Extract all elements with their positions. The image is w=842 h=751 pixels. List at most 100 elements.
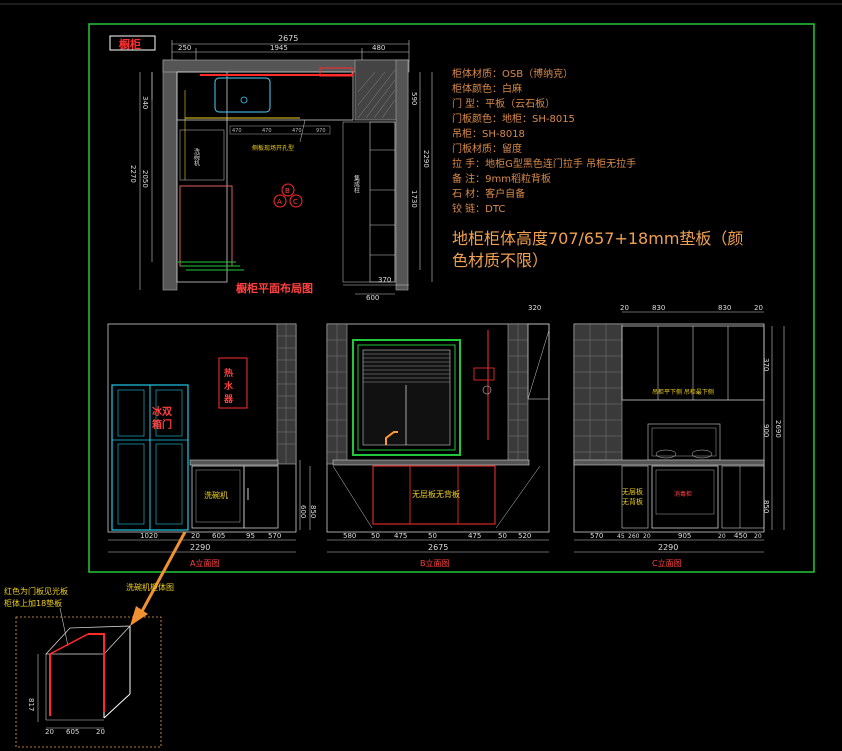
elev-b-top-dim: 320 (528, 304, 541, 312)
plan-dim-left-2: 2270 (129, 165, 137, 183)
sink (214, 77, 271, 113)
dishwasher-detail: 817 20 605 20 (15, 616, 162, 748)
elev-c-dim-7: 450 (734, 532, 747, 540)
elev-c-oven: 消毒柜 (674, 490, 692, 498)
spec-line: 拉 手：地柜G型黑色连门拉手 吊柜无拉手 (452, 159, 637, 170)
elev-c-dim-1: 570 (590, 532, 603, 540)
detail-dim-2: 605 (66, 728, 79, 736)
plan-dim-right-3: 1730 (410, 190, 418, 208)
elev-c-dim-3: 260 (628, 533, 640, 540)
spec-line: 铰 链：DTC (452, 204, 506, 215)
dim-top-2: 1945 (270, 44, 288, 52)
elev-c-right-2: 900 (762, 424, 770, 437)
detail-title: 洗碗机柜体图 (126, 582, 174, 592)
detail-dim-1: 20 (45, 728, 54, 736)
elev-c-top-2: 830 (652, 304, 665, 312)
elev-c-dim-5: 905 (678, 532, 691, 540)
spec-line: 石 材：客户自备 (452, 189, 526, 200)
elev-b-label: 无层板无背板 (412, 489, 460, 499)
elev-c-total: 2290 (658, 543, 678, 552)
detail-note-1: 红色为门板见光板 (4, 586, 68, 596)
plan-dim-right-2: 2290 (422, 150, 430, 168)
plan-title: 橱柜平面布局图 (236, 281, 313, 295)
compass-a: A (277, 198, 282, 206)
elev-b-dim-5: 475 (468, 532, 481, 540)
fridge-label-1: 冰双 (152, 405, 172, 418)
detail-note-2: 柜体上加18垫板 (4, 598, 62, 608)
elevation-c: 20 830 830 20 吊柜平下侧 吊柜最下侧 无层板 无背板 消毒柜 37… (573, 304, 785, 568)
title-badge-box (109, 35, 156, 51)
elev-c-left-label-2: 无背板 (622, 497, 643, 506)
elev-c-left-label-1: 无层板 (622, 487, 643, 496)
elev-b-dim-2: 50 (371, 532, 380, 540)
fridge-label-2: 箱门 (152, 418, 172, 431)
elev-b-total: 2675 (428, 543, 448, 552)
elev-c-top-4: 20 (754, 304, 763, 312)
detail-height: 817 (27, 698, 35, 711)
plan-dim-left-1: 340 (141, 96, 149, 109)
spec-line: 门 型：平板（云石板） (452, 99, 556, 110)
compass-b: B (285, 187, 290, 195)
elev-a-right-dim-1: 600 (299, 505, 307, 518)
pointer-arrow-head (130, 606, 148, 626)
spec-line: 门板材质：留度 (452, 144, 522, 155)
elev-c-dim-2: 45 (617, 533, 625, 540)
plan-dim-bottom-2: 600 (366, 294, 379, 302)
dim-top-1: 250 (178, 44, 191, 52)
svg-text:热: 热 (224, 367, 233, 379)
plan-small-dim-3: 470 (292, 128, 302, 134)
plan-cabinet-side: 集成柱 (353, 174, 360, 194)
plan-small-dim-2: 470 (262, 128, 272, 134)
elev-a-dishwasher: 洗碗机 (204, 490, 228, 500)
water-heater (218, 357, 248, 409)
elev-a-total: 2290 (190, 543, 210, 552)
elev-a-dim-5: 570 (268, 532, 281, 540)
plan-small-dim-1: 470 (232, 128, 242, 134)
plan-dim-left-3: 2050 (141, 170, 149, 188)
sheet-border (88, 23, 815, 573)
elev-b-dim-7: 520 (518, 532, 531, 540)
pointer-arrow-line (138, 531, 187, 616)
dim-top-3: 480 (372, 44, 385, 52)
plan-small-dim-4: 970 (316, 128, 326, 134)
plan-view: 2675 250 1945 480 470 470 47 (129, 34, 433, 302)
elev-b-caption: B立面图 (420, 558, 450, 568)
plan-dishwasher: 洗碗机 (193, 147, 200, 167)
spec-line: 柜体材质：OSB（博纳克） (452, 69, 574, 80)
elev-c-dim-6: 20 (718, 533, 726, 540)
elev-c-top-1: 20 (620, 304, 629, 312)
elev-a-dim-1: 1020 (140, 532, 158, 540)
detail-dim-3: 20 (96, 728, 105, 736)
svg-text:器: 器 (223, 394, 234, 405)
elev-b-dim-6: 50 (498, 532, 507, 540)
height-note: 地柜柜体高度707/657+18mm垫板（颜色材质不限） (452, 229, 744, 270)
plan-dim-right-1: 590 (410, 92, 418, 105)
elev-c-upper-label: 吊柜平下侧 吊柜最下侧 (652, 388, 714, 396)
elev-a-caption: A立面图 (190, 558, 219, 568)
elev-c-top-3: 830 (718, 304, 731, 312)
compass-c: C (293, 198, 298, 206)
elev-c-caption: C立面图 (652, 558, 682, 568)
elev-a-dim-4: 95 (246, 532, 255, 540)
dim-top-total: 2675 (278, 34, 298, 43)
elevation-a: 冰双 箱门 热 水 器 洗碗机 600 850 1020 20 605 95 5… (107, 323, 317, 568)
elevation-b: 320 无层板无背板 580 50 475 50 475 (326, 304, 550, 568)
elev-b-dim-1: 580 (343, 532, 356, 540)
svg-text:水: 水 (224, 380, 234, 392)
elev-c-right-4: 850 (762, 500, 770, 513)
plan-sink-note: 侧板现场开孔型 (252, 144, 294, 152)
spec-line: 备 注：9mm稻粒背板 (452, 174, 552, 185)
elev-a-dim-3: 605 (212, 532, 225, 540)
spec-line: 门板颜色：地柜：SH-8015 (452, 114, 575, 125)
elev-b-dim-3: 475 (394, 532, 407, 540)
title-badge: 橱柜 (119, 37, 141, 51)
elev-c-right-1: 370 (762, 358, 770, 371)
elev-a-right-dim-2: 850 (309, 505, 317, 518)
spec-line: 柜体颜色：白麻 (452, 84, 522, 95)
elev-c-dim-8: 20 (754, 533, 762, 540)
elev-b-dim-4: 50 (428, 532, 437, 540)
spec-line: 吊柜：SH-8018 (452, 129, 525, 140)
elev-c-right-3: 2690 (774, 420, 782, 438)
elev-a-dim-2: 20 (191, 532, 200, 540)
